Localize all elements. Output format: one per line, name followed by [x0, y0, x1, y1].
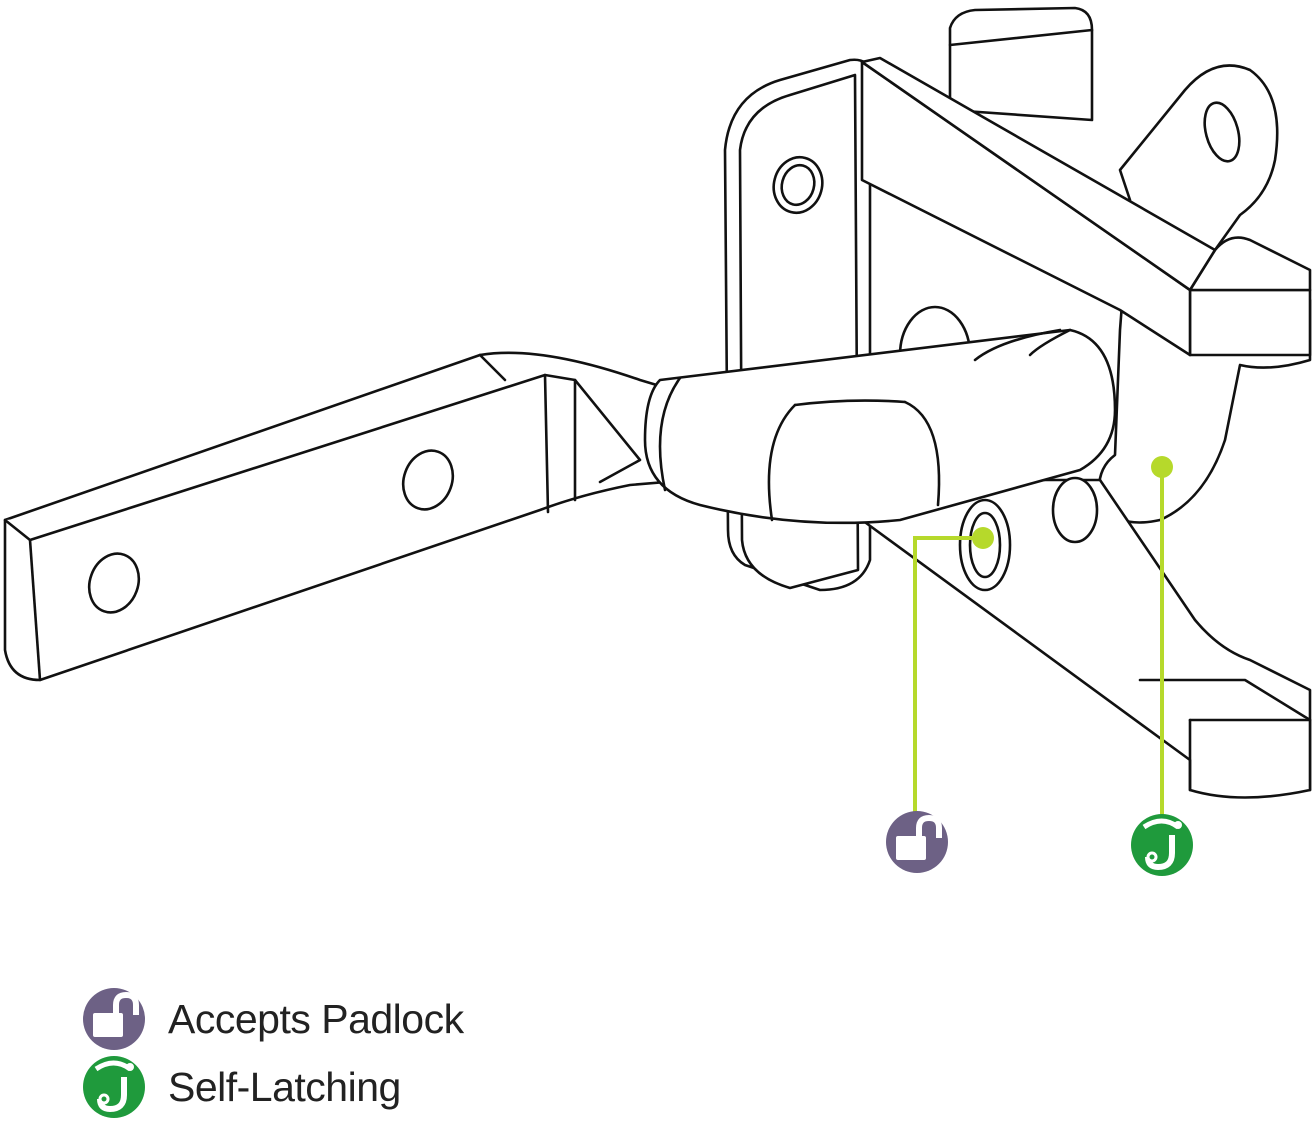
bottom-stop-plate [860, 476, 1312, 799]
latch-keeper [1097, 64, 1312, 524]
legend-item-self-latching: Self-Latching [82, 1053, 682, 1121]
legend: Accepts Padlock Self-Latching [82, 985, 682, 1121]
latch-bar [3, 351, 692, 682]
bar-hole-inner [401, 449, 455, 511]
callout-self-latching [1151, 456, 1173, 820]
latch-bolt [643, 328, 1117, 525]
legend-label-padlock: Accepts Padlock [168, 995, 464, 1042]
self-latching-icon [83, 1056, 145, 1118]
rear-mounting-plate [948, 6, 1094, 122]
padlock-icon [886, 811, 948, 873]
guide-bar [860, 56, 1217, 357]
bar-hole-outer [87, 552, 141, 614]
self-latching-icon [1131, 814, 1193, 876]
legend-label-self-latching: Self-Latching [168, 1063, 401, 1110]
callout-padlock [913, 527, 994, 820]
legend-item-padlock: Accepts Padlock [82, 985, 682, 1053]
keeper-mount-hole [1203, 101, 1241, 163]
plate-mount-hole-lower [1051, 476, 1099, 544]
padlock-icon [83, 988, 145, 1050]
